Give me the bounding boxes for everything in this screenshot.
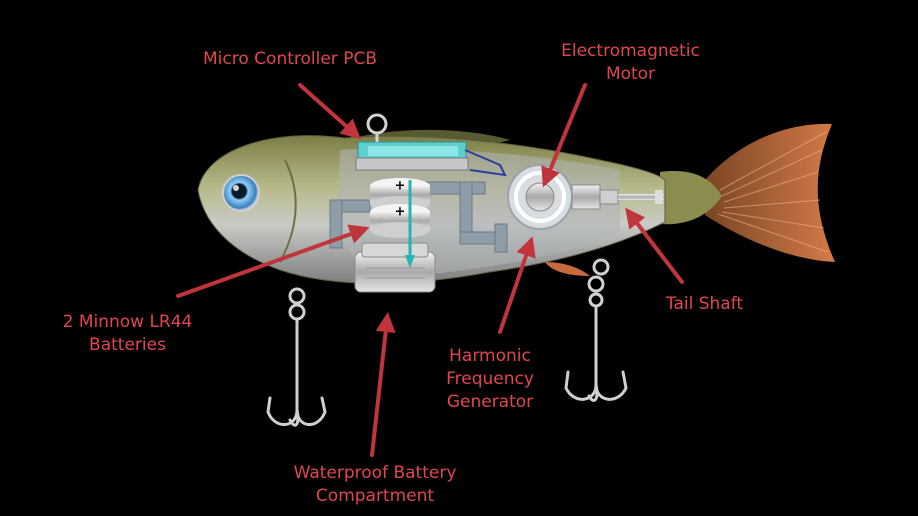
arrow-pcb (298, 83, 361, 140)
label-electromagnetic-motor: Electromagnetic Motor (561, 41, 700, 84)
label-micro-controller-pcb: Micro Controller PCB (203, 49, 377, 69)
pcb-board (355, 141, 507, 177)
tail-shaft-rod (618, 190, 664, 204)
arrow-harmonic (498, 236, 536, 334)
arrow-batteries (176, 224, 370, 298)
battery-stack: + + (370, 178, 430, 238)
label-waterproof-battery-compartment: Waterproof Battery Compartment (293, 463, 457, 506)
label-batteries: 2 Minnow LR44 Batteries (62, 312, 193, 355)
label-tail-shaft: Tail Shaft (665, 294, 744, 314)
arrow-tail-shaft (625, 207, 684, 284)
tail-fin (705, 123, 835, 262)
tail-peduncle (660, 171, 722, 225)
line-tie-eyelet (366, 113, 388, 142)
gill-line (279, 159, 297, 263)
battery-compartment (354, 180, 436, 293)
front-treble-hook (266, 287, 327, 427)
callout-arrows (176, 83, 684, 457)
battery-plus-top: + (395, 179, 406, 194)
fish-eye (222, 174, 260, 212)
rear-treble-hook (564, 258, 628, 402)
gear-housing (329, 181, 508, 253)
label-harmonic-frequency-generator: Harmonic Frequency Generator (446, 346, 534, 412)
belly-fin (545, 262, 590, 276)
battery-plus-bottom: + (395, 205, 406, 220)
arrow-compartment (370, 312, 396, 457)
arrow-motor (541, 83, 587, 188)
